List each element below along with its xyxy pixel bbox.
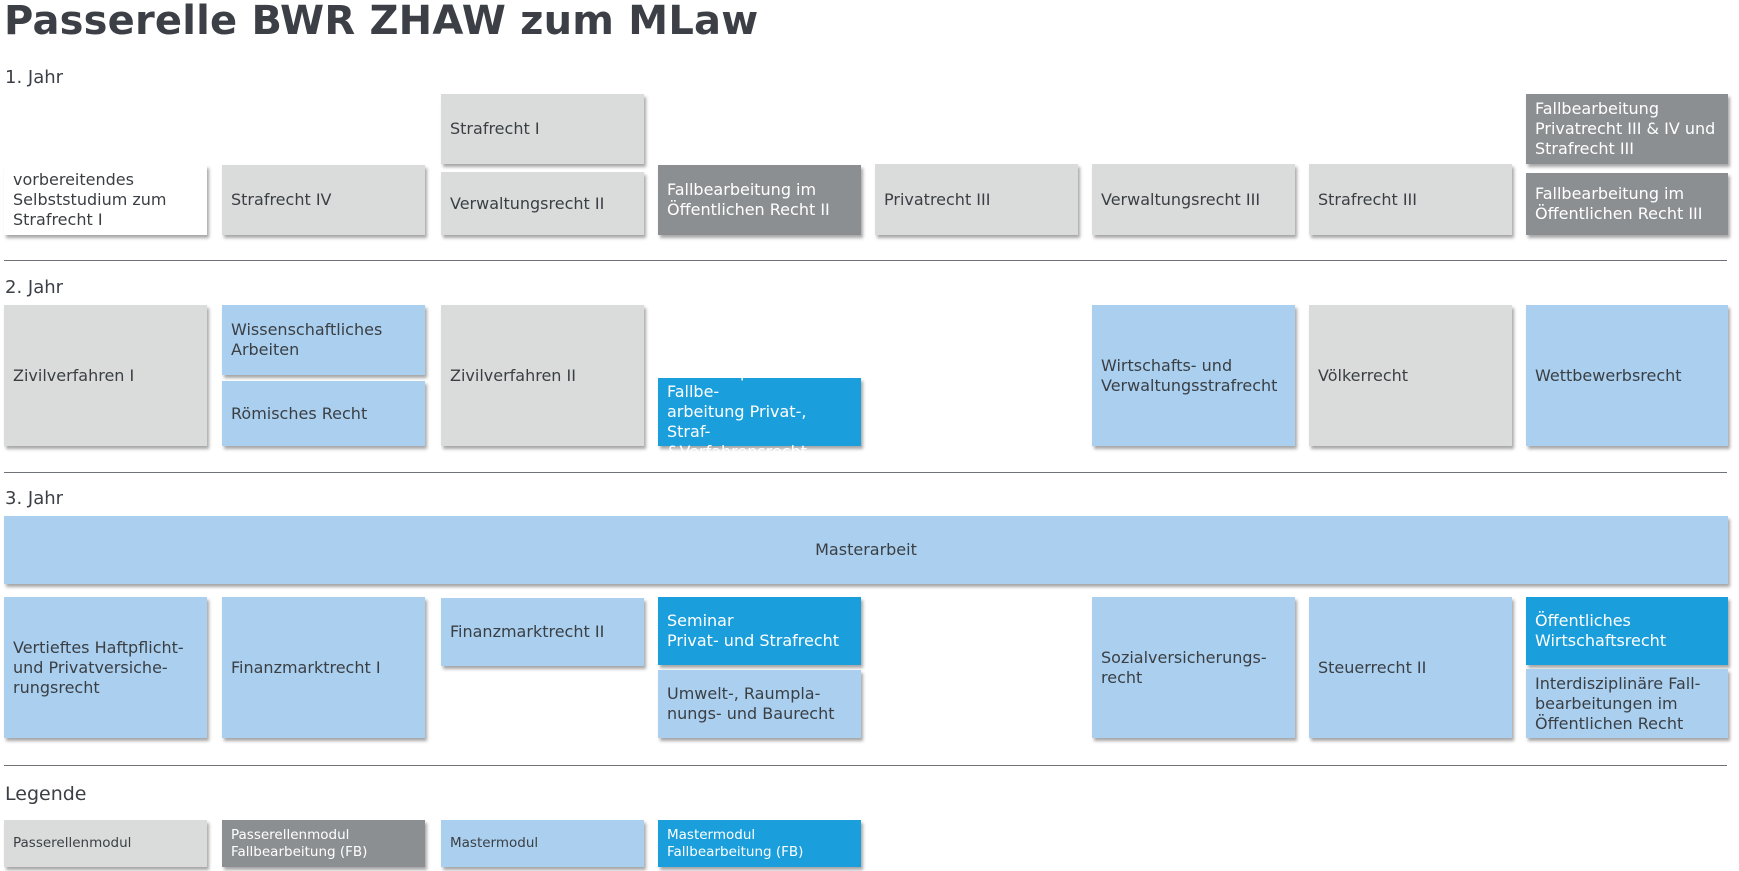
module-label: Sozialversicherungs- recht: [1101, 647, 1267, 687]
module-label: Seminar Privat- und Strafrecht: [667, 611, 840, 650]
legend-mastermodul: Mastermodul: [441, 820, 644, 867]
module-label: Zivilverfahren I: [13, 365, 135, 385]
module-label: Strafrecht IV: [231, 190, 332, 209]
module-label: Völkerrecht: [1318, 365, 1409, 385]
module-voelkerrecht: Völkerrecht: [1309, 305, 1512, 446]
module-label: Fallbearbeitung Privatrecht III & IV und…: [1535, 99, 1716, 158]
module-finanzmarktrecht-ii: Finanzmarktrecht II: [441, 598, 644, 666]
divider-year-1: [4, 260, 1727, 261]
page-title: Passerelle BWR ZHAW zum MLaw: [4, 0, 759, 44]
module-label: Wettbewerbsrecht: [1535, 365, 1682, 385]
module-strafrecht-i: Strafrecht I: [441, 94, 644, 164]
legend-label: Mastermodul: [450, 835, 539, 851]
module-label: Öffentliches Wirtschaftsrecht: [1535, 611, 1667, 650]
module-label: Fallbearbeitung im Öffentlichen Recht II…: [1535, 184, 1703, 223]
module-verwaltungsrecht-ii: Verwaltungsrecht II: [441, 172, 644, 235]
module-label: Römisches Recht: [231, 403, 368, 423]
module-strafrecht-iv: Strafrecht IV: [222, 165, 425, 235]
module-fb-privatrecht-strafrecht: Fallbearbeitung Privatrecht III & IV und…: [1526, 94, 1728, 164]
legend-label: Mastermodul Fallbearbeitung (FB): [667, 826, 804, 860]
module-label: Umwelt-, Raumpla- nungs- und Baurecht: [667, 684, 835, 723]
module-label: vorbereitendes Selbststudium zum Strafre…: [13, 170, 167, 229]
module-label: Zivilverfahren II: [450, 365, 576, 385]
module-label: Verwaltungsrecht III: [1101, 189, 1261, 209]
module-fb-oeffentliches-recht-ii: Fallbearbeitung im Öffentlichen Recht II: [658, 165, 861, 235]
legend-passerellenmodul: Passerellenmodul: [4, 820, 207, 867]
legend-label: Passerellenmodul Fallbearbeitung (FB): [231, 826, 368, 860]
module-label: Privatrecht III: [884, 189, 991, 209]
module-finanzmarktrecht-i: Finanzmarktrecht I: [222, 597, 425, 738]
module-label: Fallbearbeitung im Öffentlichen Recht II: [667, 180, 830, 219]
module-label: Wirtschafts- und Verwaltungsstrafrecht: [1101, 355, 1278, 395]
legend-title: Legende: [5, 783, 87, 805]
module-label: Strafrecht III: [1318, 189, 1417, 209]
module-zivilverfahren-i: Zivilverfahren I: [4, 305, 207, 446]
module-label: Masterarbeit: [815, 540, 917, 559]
module-sozialversicherungsrecht: Sozialversicherungs- recht: [1092, 597, 1295, 738]
legend-passerellenmodul-fb: Passerellenmodul Fallbearbeitung (FB): [222, 820, 425, 867]
divider-year-2: [4, 472, 1727, 473]
module-wirtschafts-verwaltungsstrafrecht: Wirtschafts- und Verwaltungsstrafrecht: [1092, 305, 1295, 446]
module-verwaltungsrecht-iii: Verwaltungsrecht III: [1092, 164, 1295, 235]
module-steuerrecht-ii: Steuerrecht II: [1309, 597, 1512, 738]
module-zivilverfahren-ii: Zivilverfahren II: [441, 305, 644, 446]
module-label: Interdisziplinäre Fallbe- arbeitung Priv…: [667, 362, 808, 461]
module-privatrecht-iii: Privatrecht III: [875, 164, 1078, 235]
module-haftpflicht-privatversicherungsrecht: Vertieftes Haftpflicht- und Privatversic…: [4, 597, 207, 738]
year-3-label: 3. Jahr: [5, 488, 64, 509]
legend-mastermodul-fb: Mastermodul Fallbearbeitung (FB): [658, 820, 861, 867]
module-label: Interdisziplinäre Fall- bearbeitungen im…: [1535, 673, 1701, 733]
module-label: Wissenschaftliches Arbeiten: [231, 320, 383, 359]
module-label: Finanzmarktrecht II: [450, 622, 605, 641]
module-label: Steuerrecht II: [1318, 657, 1427, 677]
module-interdisziplinaere-fallbearbeitung: Interdisziplinäre Fallbe- arbeitung Priv…: [658, 362, 861, 461]
module-wissenschaftliches-arbeiten: Wissenschaftliches Arbeiten: [222, 305, 425, 375]
module-fb-oeffentliches-recht-iii: Fallbearbeitung im Öffentlichen Recht II…: [1526, 173, 1728, 235]
module-label: Vertieftes Haftpflicht- und Privatversic…: [13, 637, 184, 697]
module-masterarbeit: Masterarbeit: [4, 516, 1728, 584]
year-1-label: 1. Jahr: [5, 67, 64, 88]
module-label: Strafrecht I: [450, 119, 540, 138]
module-strafrecht-iii: Strafrecht III: [1309, 164, 1512, 235]
legend-label: Passerellenmodul: [13, 835, 132, 851]
module-interdisziplinaere-fb-oeffentliches-recht: Interdisziplinäre Fall- bearbeitungen im…: [1526, 669, 1728, 738]
module-vorbereitendes-selbststudium: vorbereitendes Selbststudium zum Strafre…: [4, 165, 207, 235]
module-label: Verwaltungsrecht II: [450, 193, 605, 213]
module-umwelt-raumplanungs-baurecht: Umwelt-, Raumpla- nungs- und Baurecht: [658, 670, 861, 738]
module-oeffentliches-wirtschaftsrecht: Öffentliches Wirtschaftsrecht: [1526, 597, 1728, 665]
module-roemisches-recht: Römisches Recht: [222, 381, 425, 446]
module-label: Finanzmarktrecht I: [231, 657, 381, 677]
divider-year-3: [4, 765, 1727, 766]
module-seminar-privat-strafrecht: Seminar Privat- und Strafrecht: [658, 597, 861, 665]
year-2-label: 2. Jahr: [5, 277, 64, 298]
module-wettbewerbsrecht: Wettbewerbsrecht: [1526, 305, 1728, 446]
